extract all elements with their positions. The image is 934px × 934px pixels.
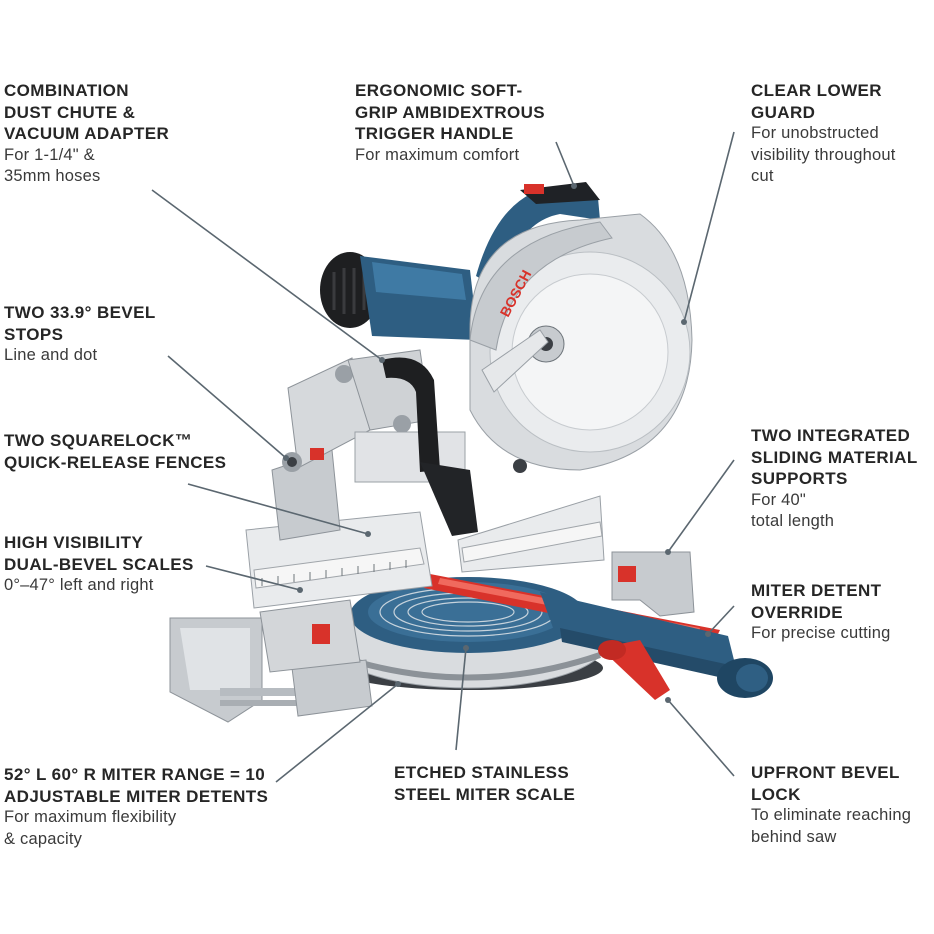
callout-trigger-handle: ERGONOMIC SOFT- GRIP AMBIDEXTROUS TRIGGE… — [355, 80, 545, 166]
callout-title: TWO INTEGRATED SLIDING MATERIAL SUPPORTS — [751, 426, 918, 488]
callout-dust-chute: COMBINATION DUST CHUTE & VACUUM ADAPTER … — [4, 80, 169, 188]
callout-subtitle: For maximum flexibility & capacity — [4, 808, 177, 848]
callout-bevel-lock: UPFRONT BEVEL LOCK To eliminate reaching… — [751, 762, 911, 848]
callout-miter-scale: ETCHED STAINLESS STEEL MITER SCALE — [394, 762, 575, 805]
callout-subtitle: Line and dot — [4, 346, 98, 364]
callout-miter-override: MITER DETENT OVERRIDE For precise cuttin… — [751, 580, 891, 645]
callout-title: TWO 33.9° BEVEL STOPS — [4, 303, 156, 344]
leader-lines — [151, 131, 735, 783]
callout-subtitle: To eliminate reaching behind saw — [751, 806, 912, 846]
callout-subtitle: For unobstructed visibility throughout c… — [751, 124, 896, 185]
callout-title: COMBINATION DUST CHUTE & VACUUM ADAPTER — [4, 81, 170, 143]
callout-subtitle: For 40" total length — [751, 490, 835, 531]
callout-title: TWO SQUARELOCK™ QUICK-RELEASE FENCES — [4, 431, 227, 472]
callout-squarelock-fences: TWO SQUARELOCK™ QUICK-RELEASE FENCES — [4, 430, 226, 473]
callout-subtitle: For maximum comfort — [355, 145, 520, 164]
callout-title: UPFRONT BEVEL LOCK — [751, 763, 900, 804]
callout-bevel-scales: HIGH VISIBILITY DUAL-BEVEL SCALES 0°–47°… — [4, 532, 194, 597]
callout-subtitle: For 1-1/4" & 35mm hoses — [4, 145, 101, 186]
saw-base — [169, 551, 773, 723]
callout-title: HIGH VISIBILITY DUAL-BEVEL SCALES — [4, 533, 194, 574]
callout-subtitle: For precise cutting — [751, 624, 891, 642]
callout-miter-range: 52° L 60° R MITER RANGE = 10 ADJUSTABLE … — [4, 764, 268, 850]
callout-title: ERGONOMIC SOFT- GRIP AMBIDEXTROUS TRIGGE… — [355, 81, 546, 143]
leader-dots — [283, 183, 711, 703]
callout-title: 52° L 60° R MITER RANGE = 10 ADJUSTABLE … — [4, 765, 269, 806]
callout-lower-guard: CLEAR LOWER GUARD For unobstructed visib… — [751, 80, 896, 188]
callout-subtitle: 0°–47° left and right — [4, 576, 154, 594]
blade-and-guard: BOSCH — [469, 213, 693, 473]
callout-title: MITER DETENT OVERRIDE — [751, 581, 882, 622]
callout-title: CLEAR LOWER GUARD — [751, 81, 882, 122]
callout-title: ETCHED STAINLESS STEEL MITER SCALE — [394, 763, 576, 804]
saw-motor — [320, 252, 478, 536]
callout-material-supports: TWO INTEGRATED SLIDING MATERIAL SUPPORTS… — [751, 425, 918, 533]
callout-bevel-stops: TWO 33.9° BEVEL STOPS Line and dot — [4, 302, 156, 367]
